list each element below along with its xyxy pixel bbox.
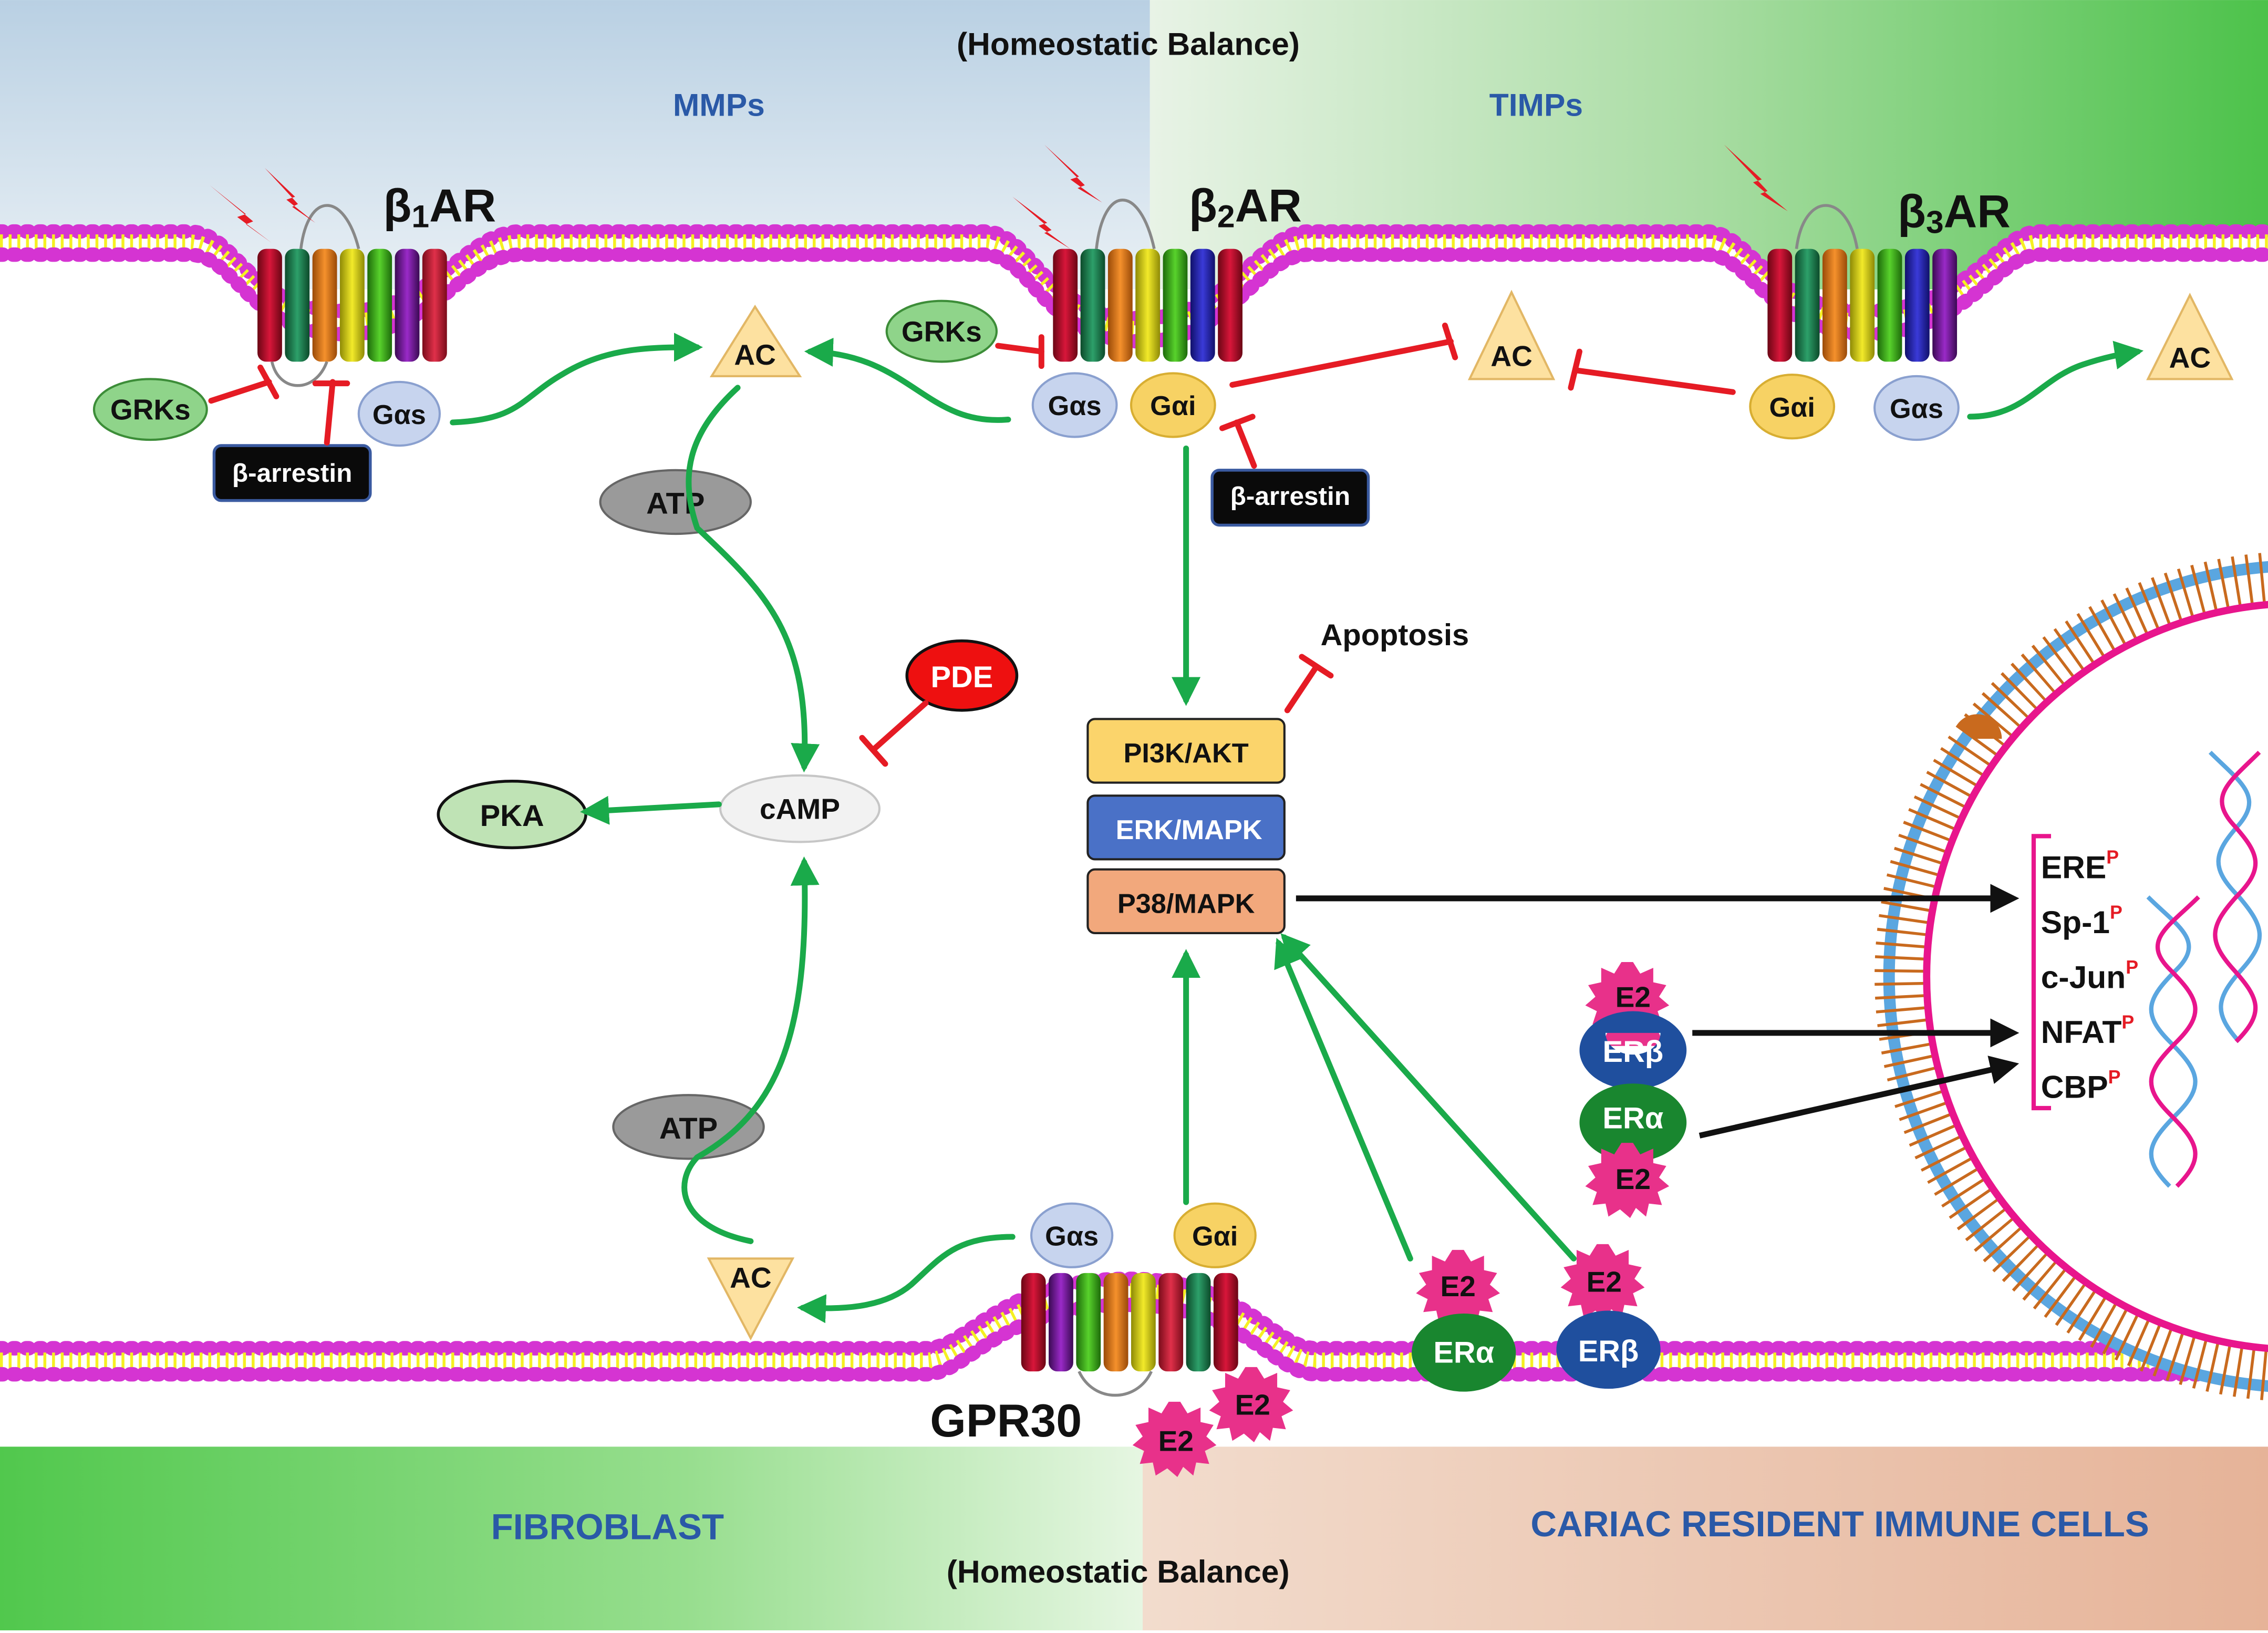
b3ar-receptor bbox=[1767, 204, 1958, 362]
svg-text:Gαs: Gαs bbox=[372, 400, 426, 430]
svg-text:ERK/MAPK: ERK/MAPK bbox=[1116, 815, 1262, 845]
svg-text:E2: E2 bbox=[1441, 1270, 1476, 1303]
ac-b2: AC bbox=[1467, 290, 1556, 380]
svg-text:GRKs: GRKs bbox=[110, 394, 191, 426]
b3ar-title: β3AR bbox=[1898, 185, 2011, 240]
b2-barrestin: β-arrestin bbox=[1210, 469, 1370, 527]
ac-b3: AC bbox=[2146, 293, 2234, 380]
b2ar-receptor bbox=[1053, 198, 1242, 362]
dna-helix-icon bbox=[2146, 750, 2262, 1188]
svg-text:Gαs: Gαs bbox=[1045, 1222, 1099, 1252]
gpr30-title: GPR30 bbox=[930, 1394, 1082, 1446]
target-bracket bbox=[2031, 834, 2052, 1111]
inhibition-lines bbox=[208, 323, 1736, 767]
svg-text:E2: E2 bbox=[1615, 980, 1651, 1013]
timps-label: TIMPs bbox=[1489, 87, 1583, 122]
svg-text:AC: AC bbox=[734, 338, 776, 371]
b2ar-title: β2AR bbox=[1189, 179, 1302, 234]
gpr30-receptor bbox=[1021, 1273, 1238, 1397]
svg-text:E2: E2 bbox=[1615, 1163, 1651, 1195]
pi3k-akt-box: PI3K/AKT bbox=[1086, 718, 1286, 784]
b2-gai: Gαi bbox=[1130, 372, 1216, 438]
b1-grks: GRKs bbox=[92, 378, 208, 441]
svg-text:ERα: ERα bbox=[1433, 1336, 1494, 1370]
svg-text:AC: AC bbox=[2169, 341, 2211, 374]
b1-gas: Gαs bbox=[357, 380, 441, 447]
target-nfat: NFATP bbox=[2041, 1012, 2135, 1050]
gpr30-gai: Gαi bbox=[1173, 1202, 1257, 1268]
svg-text:Gαi: Gαi bbox=[1150, 391, 1196, 421]
svg-text:Gαs: Gαs bbox=[1890, 394, 1943, 425]
svg-text:β-arrestin: β-arrestin bbox=[232, 458, 353, 488]
pka-node: PKA bbox=[437, 780, 587, 850]
svg-text:Gαi: Gαi bbox=[1769, 392, 1815, 423]
target-gene-list: EREP Sp-1P c-JunP NFATP CBPP bbox=[2041, 847, 2138, 1105]
svg-text:ERβ: ERβ bbox=[1578, 1335, 1639, 1368]
ligand-bolt-icon bbox=[210, 144, 1788, 249]
nucleus bbox=[1875, 552, 2268, 1401]
erk-mapk-box: ERK/MAPK bbox=[1086, 794, 1286, 861]
svg-text:ERβ: ERβ bbox=[1603, 1035, 1664, 1069]
ac-b1: AC bbox=[709, 304, 802, 377]
immune-cells-label: CARIAC RESIDENT IMMUNE CELLS bbox=[1530, 1504, 2149, 1544]
b2-grks: GRKs bbox=[885, 299, 998, 363]
atp-bottom: ATP bbox=[612, 1094, 765, 1160]
svg-text:PDE: PDE bbox=[930, 660, 993, 694]
b1ar-title: β1AR bbox=[384, 179, 496, 234]
target-cbp: CBPP bbox=[2041, 1067, 2121, 1105]
svg-text:E2: E2 bbox=[1158, 1425, 1194, 1458]
svg-text:ERα: ERα bbox=[1602, 1102, 1663, 1135]
svg-text:GRKs: GRKs bbox=[902, 315, 982, 348]
gpr30-e2-b: E2 bbox=[1132, 1401, 1217, 1477]
apoptosis-label: Apoptosis bbox=[1321, 618, 1469, 652]
gpr30-gas: Gαs bbox=[1030, 1202, 1114, 1268]
svg-text:E2: E2 bbox=[1587, 1266, 1622, 1298]
mmps-label: MMPs bbox=[673, 87, 765, 122]
svg-text:AC: AC bbox=[730, 1261, 772, 1294]
b1-barrestin: β-arrestin bbox=[212, 444, 372, 502]
target-ere: EREP bbox=[2041, 847, 2119, 885]
svg-text:P38/MAPK: P38/MAPK bbox=[1117, 888, 1255, 919]
ac-gpr30: AC bbox=[707, 1257, 795, 1341]
svg-text:PI3K/AKT: PI3K/AKT bbox=[1123, 738, 1248, 769]
gpr30-e2-a: E2 bbox=[1209, 1367, 1293, 1443]
fibroblast-label: FIBROBLAST bbox=[491, 1506, 724, 1547]
b3-gai: Gαi bbox=[1749, 374, 1836, 440]
activation-arrows bbox=[450, 333, 2144, 1324]
svg-text:Gαi: Gαi bbox=[1192, 1222, 1238, 1252]
svg-text:cAMP: cAMP bbox=[760, 792, 840, 825]
top-homeostatic-caption: (Homeostatic Balance) bbox=[957, 26, 1300, 62]
atp-top: ATP bbox=[599, 469, 752, 535]
bottom-homeostatic-caption: (Homeostatic Balance) bbox=[947, 1554, 1290, 1589]
svg-text:ATP: ATP bbox=[659, 1112, 718, 1145]
b3-gas: Gαs bbox=[1873, 375, 1960, 441]
svg-text:PKA: PKA bbox=[480, 799, 544, 833]
svg-text:β-arrestin: β-arrestin bbox=[1230, 481, 1351, 511]
p38-mapk-box: P38/MAPK bbox=[1086, 868, 1286, 934]
camp-node: cAMP bbox=[719, 774, 881, 843]
svg-text:E2: E2 bbox=[1235, 1389, 1270, 1421]
membrane-erb: E2 ERβ bbox=[1556, 1244, 1661, 1389]
nuclear-erb: E2 ERβ bbox=[1579, 962, 1687, 1090]
membrane-era: E2 ERα bbox=[1412, 1249, 1516, 1392]
target-sp1: Sp-1P bbox=[2041, 902, 2122, 940]
nuclear-era: ERα E2 bbox=[1579, 1083, 1687, 1218]
target-cjun: c-JunP bbox=[2041, 957, 2138, 995]
svg-text:AC: AC bbox=[1490, 340, 1532, 373]
b1ar-receptor bbox=[257, 204, 447, 387]
b2-gas: Gαs bbox=[1031, 372, 1118, 438]
svg-text:Gαs: Gαs bbox=[1048, 391, 1102, 421]
pde-node: PDE bbox=[905, 639, 1019, 712]
nuclear-arrows bbox=[1296, 884, 2020, 1139]
